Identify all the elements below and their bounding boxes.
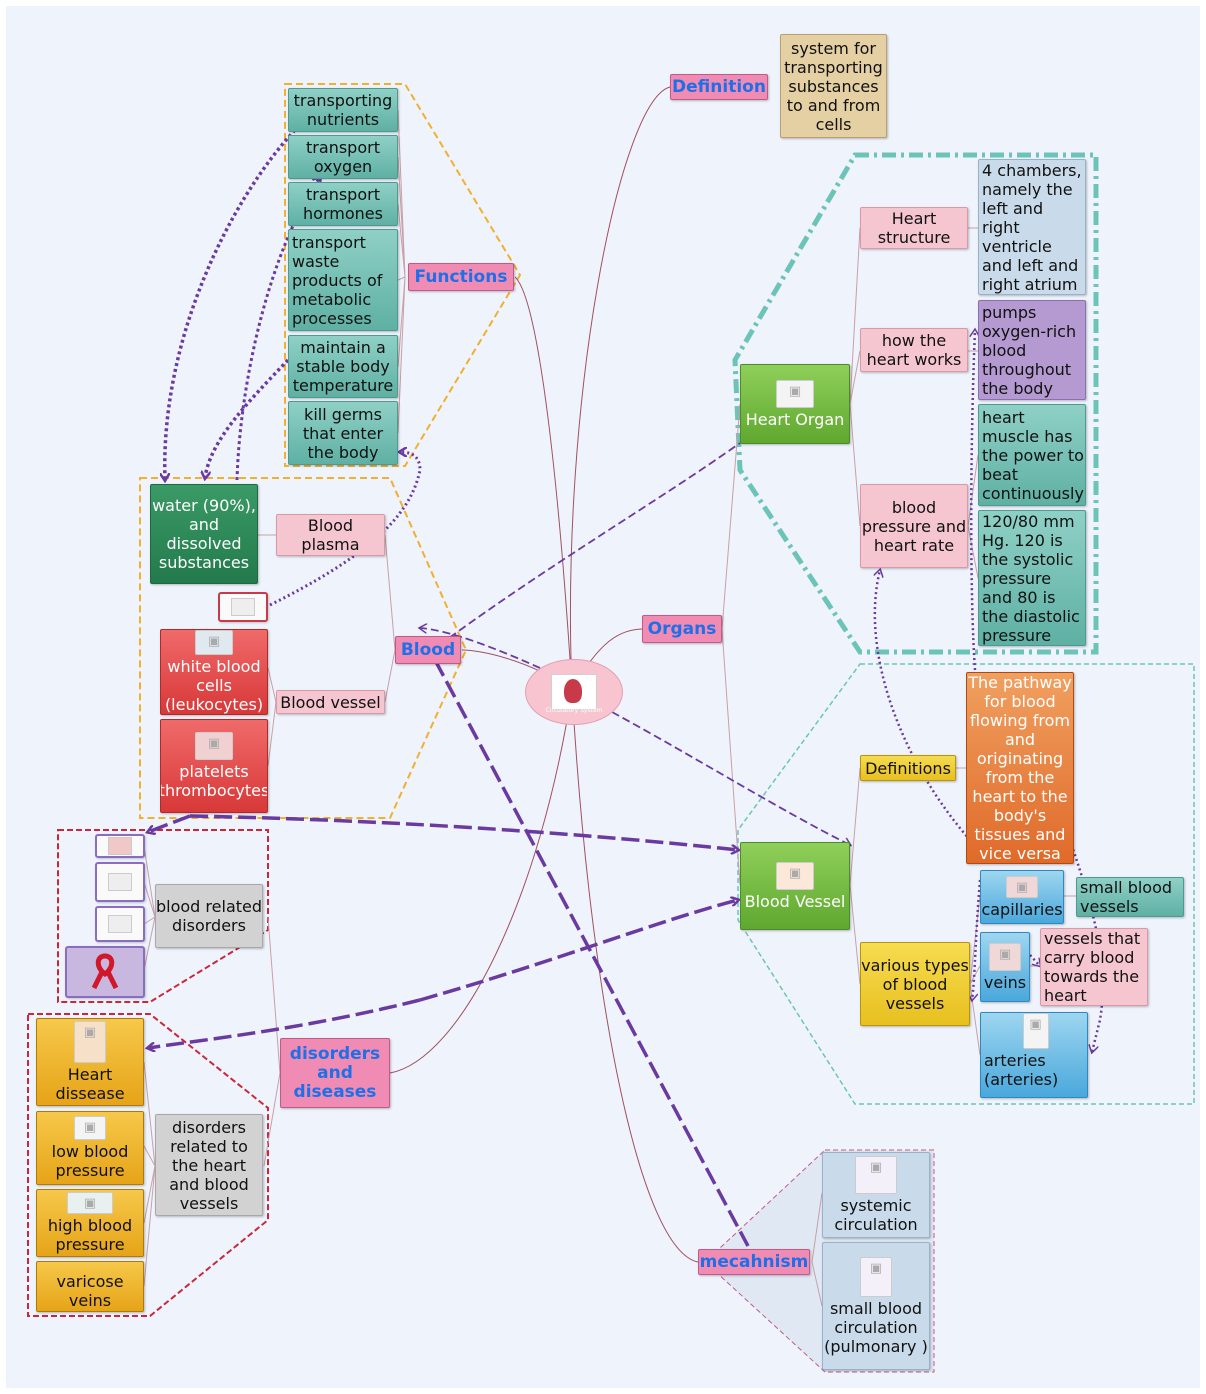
arteries[interactable]: arteries (arteries) (980, 1012, 1088, 1098)
vessel-definitions[interactable]: Definitions (860, 755, 956, 781)
heart-structure[interactable]: Heart structure (860, 207, 968, 249)
ribbon-icon (91, 953, 119, 990)
vessel-definitions-text[interactable]: The pathway for blood flowing from and o… (966, 672, 1074, 864)
definition-text[interactable]: system for transporting substances to an… (780, 34, 887, 138)
low-blood-pressure[interactable]: low blood pressure (36, 1111, 144, 1185)
heart-disease[interactable]: Heart dissease (36, 1018, 144, 1106)
systemic-circulation-label: systemic circulation (834, 1196, 918, 1234)
function-nutrients[interactable]: transporting nutrients (288, 88, 398, 132)
topic-definition[interactable]: Definition (670, 74, 768, 100)
blood-boundary (139, 477, 468, 819)
heart-vessel-disorders[interactable]: disorders related to the heart and blood… (155, 1114, 263, 1216)
capillaries-text[interactable]: small blood vessels (1076, 877, 1184, 917)
high-blood-pressure[interactable]: high blood pressure (36, 1189, 144, 1257)
image-placeholder-icon (74, 1116, 106, 1140)
veins-label: veins (983, 972, 1027, 992)
topic-functions[interactable]: Functions (408, 263, 514, 291)
topic-organs[interactable]: Organs (642, 615, 722, 643)
vessel-types[interactable]: various types of blood vessels (860, 942, 970, 1026)
central-caption: Circulatory System (545, 707, 603, 714)
disorder-image-1[interactable] (95, 834, 145, 858)
pulmonary-circulation[interactable]: small blood circulation (pulmonary ) (822, 1242, 930, 1370)
image-placeholder-icon (776, 379, 814, 408)
veins-icon (989, 942, 1021, 971)
blood-related-disorders[interactable]: blood related disorders (155, 884, 263, 948)
blood-plasma[interactable]: Blood plasma (276, 514, 385, 556)
low-blood-pressure-label: low blood pressure (51, 1142, 129, 1180)
blood-pressure-monitor-icon (67, 1192, 113, 1214)
function-temperature[interactable]: maintain a stable body temperature (288, 335, 398, 398)
central-topic[interactable]: Circulatory System (525, 659, 623, 725)
platelet-icon (195, 732, 233, 760)
veins[interactable]: veins (980, 932, 1030, 1002)
disorder-image-2[interactable] (95, 862, 145, 902)
topic-disorders[interactable]: disorders and diseases (280, 1038, 390, 1108)
image-placeholder-icon (108, 873, 132, 891)
heart-works[interactable]: how the heart works (860, 328, 968, 372)
topic-blood[interactable]: Blood (395, 636, 461, 664)
systemic-circulation-icon (855, 1156, 897, 1194)
function-germs[interactable]: kill germs that enter the body (288, 401, 398, 465)
heart-organ-label: Heart Organ (745, 409, 845, 429)
veins-text[interactable]: vessels that carry blood towards the hea… (1040, 928, 1148, 1006)
pulmonary-circulation-icon (860, 1256, 892, 1297)
high-blood-pressure-label: high blood pressure (47, 1216, 133, 1254)
blood-vessel-sub[interactable]: Blood vessel (276, 690, 385, 714)
hiv-ribbon-image[interactable] (65, 946, 145, 998)
heart-organ[interactable]: Heart Organ (740, 364, 850, 444)
capillaries[interactable]: capillaries (980, 870, 1064, 924)
topic-mechanism[interactable]: mecahnism (698, 1249, 810, 1275)
platelets-label: platelets (thrombocytes) (160, 762, 267, 800)
blood-pressure[interactable]: blood pressure and heart rate (860, 484, 968, 568)
pulmonary-circulation-label: small blood circulation (pulmonary ) (824, 1298, 928, 1356)
blood-disorders-boundary (57, 829, 269, 1003)
capillaries-label: capillaries (981, 899, 1063, 919)
blood-vessel-organ[interactable]: Blood Vessel (740, 842, 850, 930)
vessel-boundary (737, 663, 1195, 1105)
vessel-diagram-icon (776, 861, 814, 890)
image-placeholder-icon (1022, 1013, 1049, 1049)
white-blood-cells[interactable]: white blood cells (leukocytes) (160, 629, 268, 715)
heart-icon (74, 1021, 106, 1063)
systemic-circulation[interactable]: systemic circulation (822, 1152, 930, 1238)
blood-vessel-label: Blood Vessel (744, 891, 846, 911)
blood-water[interactable]: water (90%), and dissolved substances (150, 484, 258, 584)
heart-boundary (732, 152, 1099, 655)
heart-diagram-icon (551, 674, 597, 710)
arteries-label: arteries (arteries) (984, 1051, 1059, 1089)
heart-works-text-1[interactable]: pumps oxygen-rich blood throughout the b… (978, 300, 1086, 400)
white-blood-cells-label: white blood cells (leukocytes) (164, 657, 264, 714)
function-oxygen[interactable]: transport oxygen (288, 135, 398, 179)
image-placeholder-icon (231, 598, 255, 616)
function-hormones[interactable]: transport hormones (288, 182, 398, 226)
blood-image-thumbnail[interactable] (218, 592, 268, 622)
capillaries-icon (1006, 875, 1038, 898)
image-placeholder-icon (108, 915, 132, 933)
varicose-veins[interactable]: varicose veins (36, 1261, 144, 1312)
disorder-image-3[interactable] (95, 906, 145, 942)
heart-structure-text[interactable]: 4 chambers, namely the left and right ve… (978, 159, 1086, 295)
image-placeholder-icon (108, 837, 132, 855)
heart-disease-label: Heart dissease (55, 1065, 125, 1103)
blood-pressure-text[interactable]: 120/80 mm Hg. 120 is the systolic pressu… (978, 510, 1086, 646)
leukocyte-icon (195, 630, 233, 655)
platelets[interactable]: platelets (thrombocytes) (160, 719, 268, 813)
functions-boundary (284, 83, 522, 467)
heart-disorders-boundary (27, 1013, 269, 1317)
function-waste[interactable]: transport waste products of metabolic pr… (288, 229, 398, 331)
heart-works-text-2[interactable]: heart muscle has the power to beat conti… (978, 404, 1086, 506)
